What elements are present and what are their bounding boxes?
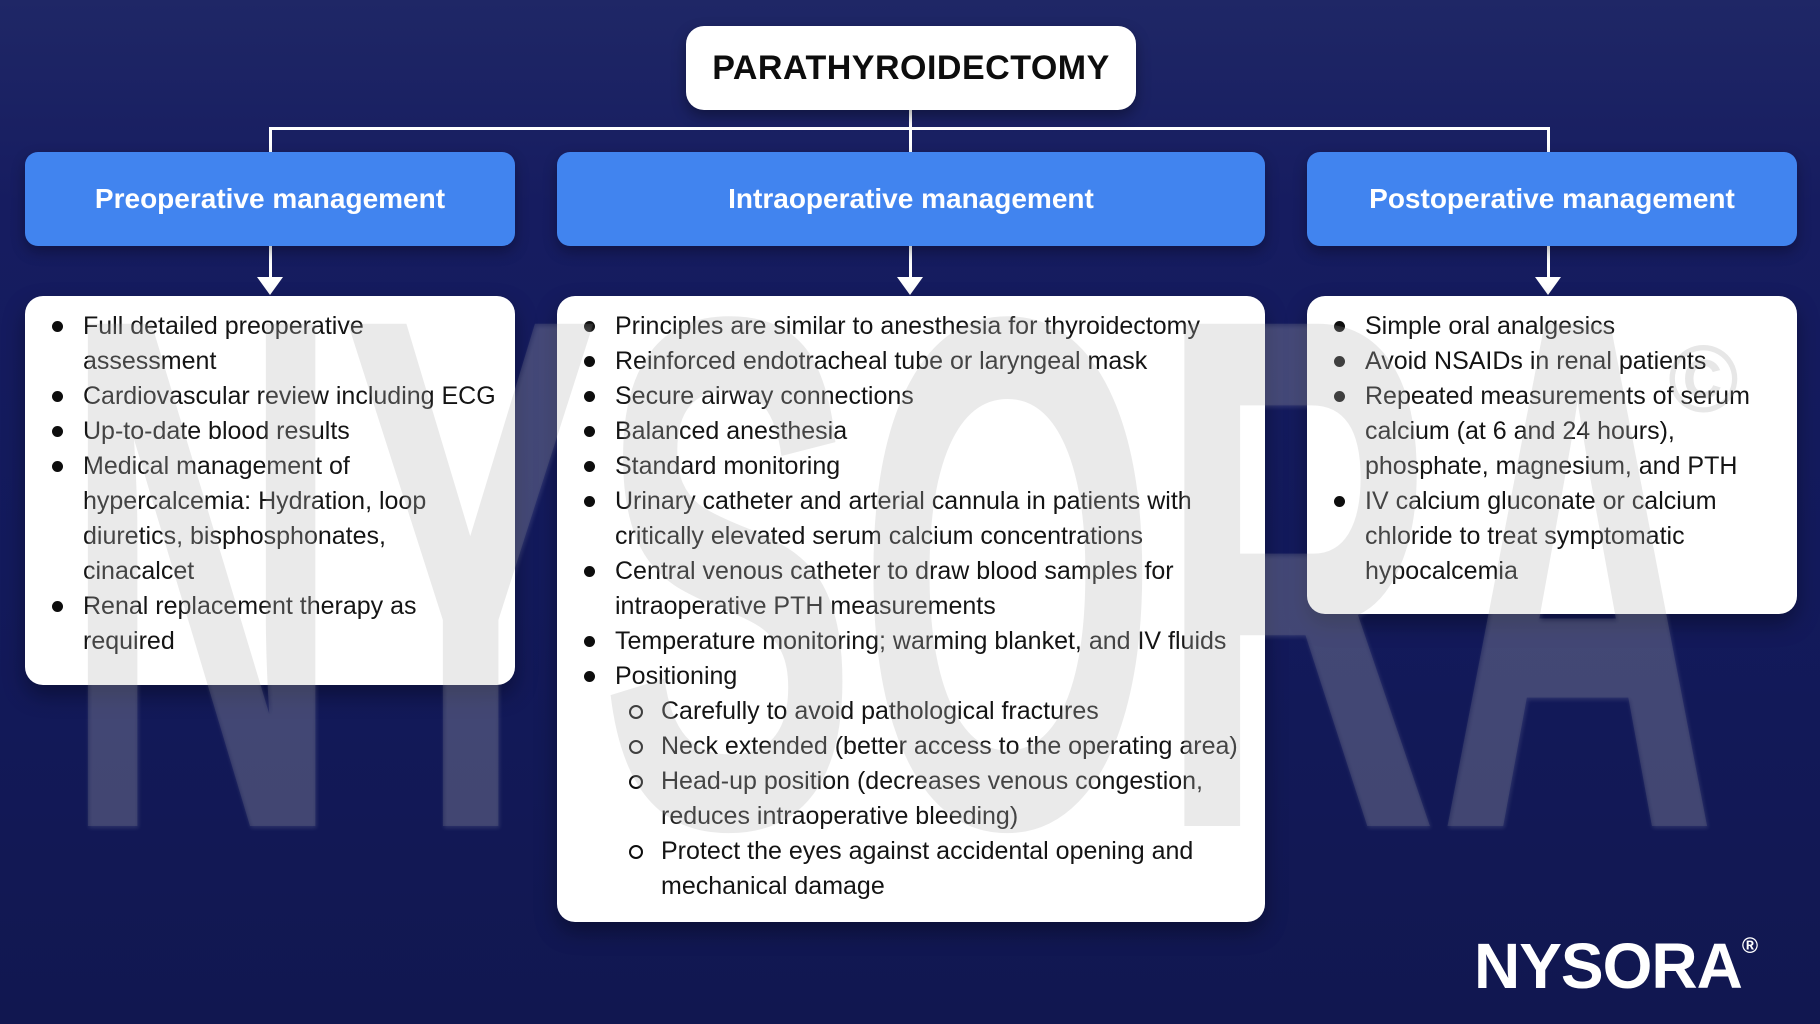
sub-list-item: Protect the eyes against accidental open… [615, 834, 1251, 904]
arrow-shaft [1546, 246, 1550, 279]
down-arrow-icon [895, 246, 925, 296]
header-label: Preoperative management [94, 183, 446, 214]
arrow-shaft [908, 246, 912, 279]
connector-stub-left [269, 127, 272, 154]
list-item: IV calcium gluconate or calcium chloride… [1307, 484, 1783, 589]
header-label: Intraoperative management [728, 183, 1094, 214]
list-item: Balanced anesthesia [557, 414, 1251, 449]
list-item: Up-to-date blood results [25, 414, 501, 449]
list-item: Principles are similar to anesthesia for… [557, 309, 1251, 344]
header-label: Postoperative management [1369, 183, 1735, 214]
brand-logo: NYSORA ® [1474, 934, 1758, 998]
list-item: Reinforced endotracheal tube or laryngea… [557, 344, 1251, 379]
sub-list-item: Head-up position (decreases venous conge… [615, 764, 1251, 834]
connector-stub-middle [909, 127, 912, 154]
header-postoperative: Postoperative management [1307, 152, 1797, 246]
list-item: Secure airway connections [557, 379, 1251, 414]
brand-logo-text: NYSORA [1474, 930, 1743, 1002]
connector-stub-right [1547, 127, 1550, 154]
connector-title-stem [909, 110, 912, 129]
bullet-list-intraoperative: Principles are similar to anesthesia for… [557, 296, 1265, 904]
down-arrow-icon [255, 246, 285, 296]
list-item: Simple oral analgesics [1307, 309, 1783, 344]
list-item: Repeated measurements of serum calcium (… [1307, 379, 1783, 484]
content-box-intraoperative: Principles are similar to anesthesia for… [557, 296, 1265, 922]
list-item: Cardiovascular review including ECG [25, 379, 501, 414]
list-item: Urinary catheter and arterial cannula in… [557, 484, 1251, 554]
arrow-head [897, 277, 923, 295]
sub-list-item: Neck extended (better access to the oper… [615, 729, 1251, 764]
list-item: Central venous catheter to draw blood sa… [557, 554, 1251, 624]
header-preoperative: Preoperative management [25, 152, 515, 246]
sub-list: Carefully to avoid pathological fracture… [615, 694, 1251, 904]
arrow-head [257, 277, 283, 295]
list-item: Standard monitoring [557, 449, 1251, 484]
registered-mark-icon: ® [1741, 933, 1759, 958]
page-title: PARATHYROIDECTOMY [712, 48, 1110, 87]
arrow-shaft [268, 246, 272, 279]
list-item: Full detailed preoperative assessment [25, 309, 501, 379]
list-item: Renal replacement therapy as required [25, 589, 501, 659]
sub-list-item: Carefully to avoid pathological fracture… [615, 694, 1251, 729]
list-item: Avoid NSAIDs in renal patients [1307, 344, 1783, 379]
title-box: PARATHYROIDECTOMY [686, 26, 1136, 110]
list-item: Temperature monitoring; warming blanket,… [557, 624, 1251, 659]
header-intraoperative: Intraoperative management [557, 152, 1265, 246]
down-arrow-icon [1533, 246, 1563, 296]
list-item: Medical management of hypercalcemia: Hyd… [25, 449, 501, 589]
arrow-head [1535, 277, 1561, 295]
